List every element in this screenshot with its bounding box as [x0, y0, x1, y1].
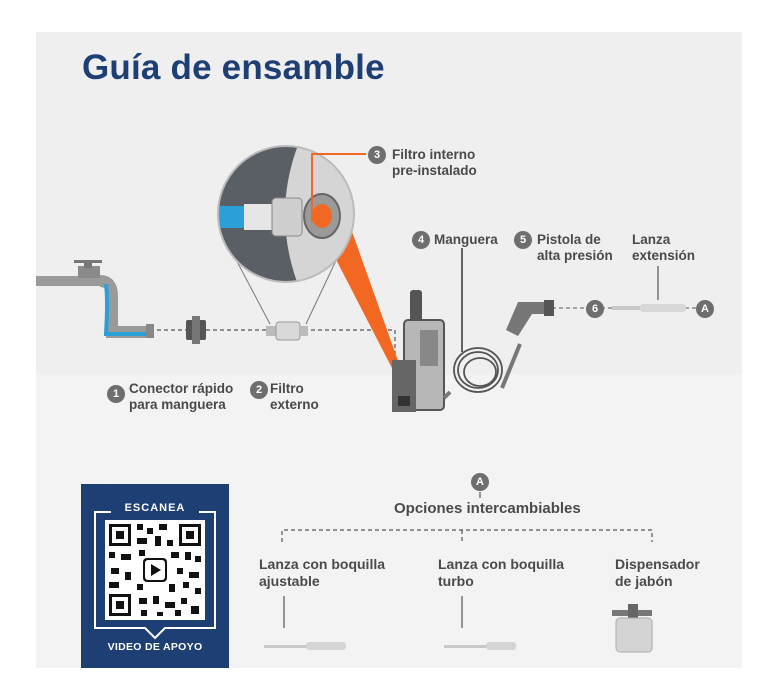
hose-icon	[442, 248, 522, 400]
extension-lance-icon	[612, 304, 686, 312]
qr-card[interactable]: ESCANEA VIDEO DE APOYO	[81, 484, 229, 668]
pressure-washer-icon	[392, 290, 445, 412]
spray-gun-icon	[506, 300, 554, 336]
turbo-lance-icon	[444, 642, 516, 650]
faucet-icon	[36, 260, 154, 338]
step-label-4: Manguera	[434, 232, 498, 247]
play-icon	[151, 564, 161, 576]
page-title: Guía de ensamble	[82, 48, 385, 87]
qr-scan-label: ESCANEA	[124, 502, 186, 514]
quick-connector-icon	[186, 316, 206, 344]
step-badge-3: 3	[368, 146, 386, 164]
step-badge-1: 1	[107, 385, 125, 403]
adjustable-lance-icon	[264, 642, 346, 650]
options-title: Opciones intercambiables	[394, 500, 581, 517]
soap-dispenser-icon	[612, 604, 653, 653]
extension-badge-a: A	[696, 300, 714, 318]
qr-video-label: VIDEO DE APOYO	[107, 641, 203, 653]
step-badge-5: 5	[514, 231, 532, 249]
step-badge-6: 6	[586, 300, 604, 318]
qr-code-icon	[94, 511, 216, 640]
step-badge-2: 2	[250, 381, 268, 399]
step-badge-4: 4	[412, 231, 430, 249]
options-badge-a: A	[471, 473, 489, 491]
external-filter-icon	[266, 321, 308, 341]
